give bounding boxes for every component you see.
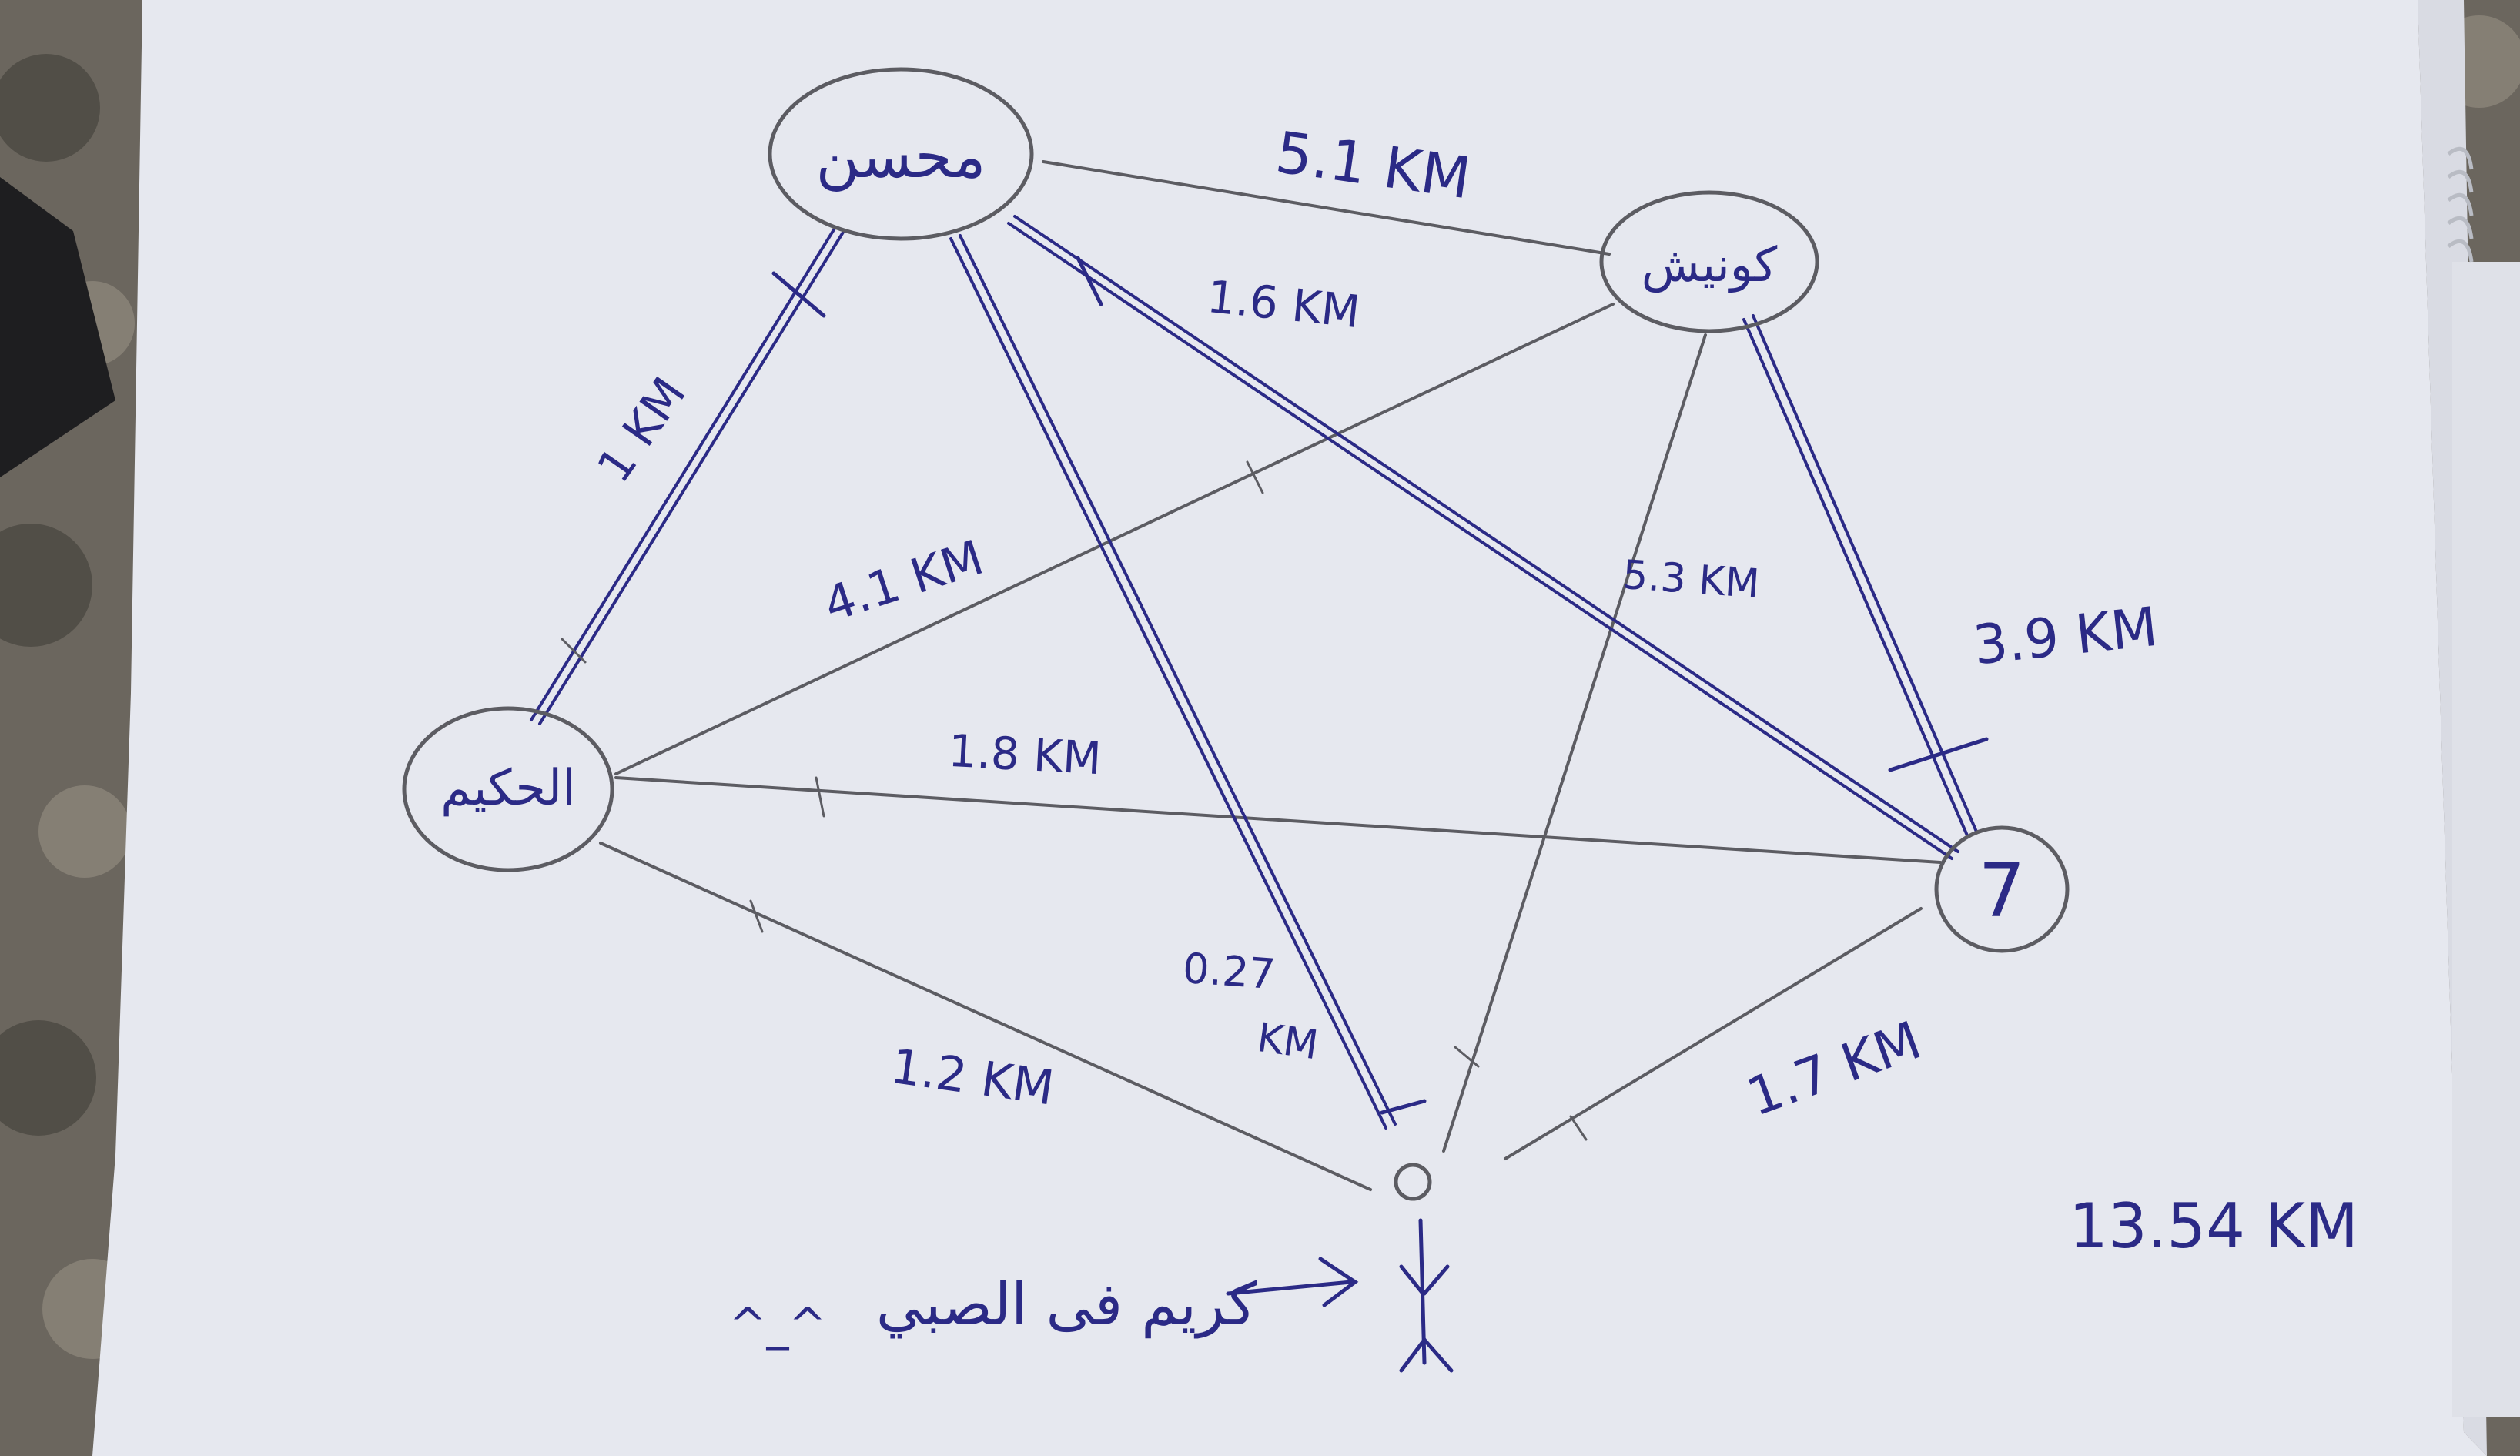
label-kawnish-karim: 5.3 KM [1621,552,1761,608]
edge-kawnish-seven [1742,318,1969,837]
total-distance: 13.54 KM [2069,1190,2358,1262]
label-mohsen-karim-value: 0.27 [1181,944,1277,999]
node-seven-ring [1934,825,2070,953]
node-mohsen-ring [768,67,1034,241]
label-mohsen-karim-unit: KM [1254,1015,1321,1069]
binder-strap [0,177,115,477]
edge-mohsen-seven [1007,222,1953,860]
paper-sheet [92,0,2487,1456]
notebook-right [2452,262,2520,1417]
edge-hakim-seven [614,776,1942,864]
spiral-binding [2447,146,2474,263]
tick-marks [771,256,1989,1115]
node-shapes [402,67,2070,953]
edge-kawnish-karim [1442,333,1707,1153]
pencil-ticks [561,460,1588,1141]
node-hakim-ring [402,706,614,872]
stick-figure-icon [1394,1163,1454,1373]
ink-edges [530,215,1978,1130]
node-kawnish-ring [1599,190,1819,333]
node-kawnish: كونيش [1642,236,1778,293]
edge-mohsen-hakim [530,226,837,721]
edge-mohsen-karim [949,237,1387,1130]
smiley-face: ^_^ [729,1298,826,1351]
arrow-icon [1226,1257,1359,1307]
node-labels: محسن كونيش الحكيم 7 كريم فى الصبي [440,122,2025,1339]
pencil-edges [599,160,1942,1191]
edge-hakim-kawnish [614,303,1615,775]
node-seven: 7 [1978,848,2025,934]
edge-hakim-karim [599,842,1372,1191]
node-mohsen: محسن [815,122,986,192]
edge-seven-karim [1504,907,1923,1160]
node-karim: كريم فى الصبي [876,1270,1257,1339]
label-hakim-seven: 1.8 KM [947,725,1103,785]
node-hakim: الحكيم [440,760,576,817]
edge-mohsen-kawnish [1042,160,1611,256]
